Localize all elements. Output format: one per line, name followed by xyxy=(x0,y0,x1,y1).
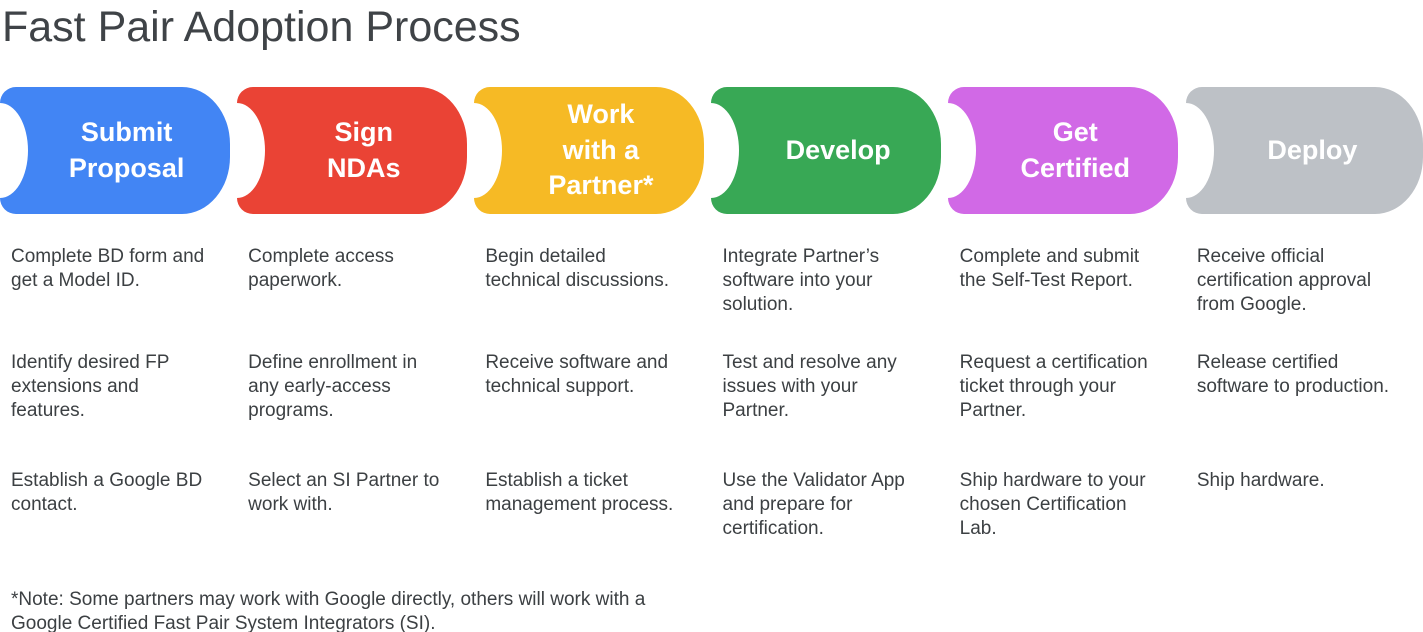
stage-label-sign-ndas: Sign NDAs xyxy=(327,116,401,183)
stage-label-submit-proposal: Submit Proposal xyxy=(68,116,185,183)
step-work-with-partner-2: Receive software and technical support. xyxy=(485,352,669,397)
stage-shape-develop xyxy=(711,87,941,214)
step-get-certified-3: Ship hardware to your chosen Certificati… xyxy=(959,470,1146,539)
stage-shape-deploy xyxy=(1186,87,1423,214)
footnote: *Note: Some partners may work with Googl… xyxy=(11,589,646,632)
step-sign-ndas-2: Define enrollment in any early-access pr… xyxy=(248,352,418,421)
stage-label-deploy: Deploy xyxy=(1267,134,1358,165)
step-get-certified-2: Request a certification ticket through y… xyxy=(959,352,1148,421)
stage-label-develop: Develop xyxy=(785,134,891,165)
stage-shape-work-with-partner xyxy=(474,87,704,214)
step-submit-proposal-3: Establish a Google BD contact. xyxy=(11,470,203,515)
step-sign-ndas-1: Complete access paperwork. xyxy=(248,246,394,291)
stage-steps-grid: Complete BD form and get a Model ID. Com… xyxy=(0,245,1423,583)
stage-shape-get-certified xyxy=(948,87,1178,214)
process-ribbon-shapes xyxy=(0,87,1423,214)
stage-shape-submit-proposal xyxy=(0,87,230,214)
step-deploy-2: Release certified software to production… xyxy=(1196,352,1390,397)
stage-label-get-certified: Get Certified xyxy=(1020,116,1131,183)
step-submit-proposal-2: Identify desired FP extensions and featu… xyxy=(11,352,170,421)
process-ribbon: Submit Proposal Sign NDAs Work with a Pa… xyxy=(0,87,1423,214)
step-get-certified-1: Complete and submit the Self-Test Report… xyxy=(959,246,1140,291)
step-deploy-3: Ship hardware. xyxy=(1196,470,1325,491)
stage-label-work-with-partner: Work with a Partner* xyxy=(548,99,654,201)
step-develop-1: Integrate Partner’s software into your s… xyxy=(722,246,880,315)
step-sign-ndas-3: Select an SI Partner to work with. xyxy=(248,470,440,515)
page-title: Fast Pair Adoption Process xyxy=(2,3,521,51)
stage-labels: Submit Proposal Sign NDAs Work with a Pa… xyxy=(0,87,1423,214)
step-develop-3: Use the Validator App and prepare for ce… xyxy=(722,470,905,539)
stage-shape-sign-ndas xyxy=(237,87,467,214)
step-develop-2: Test and resolve any issues with your Pa… xyxy=(722,352,897,421)
step-submit-proposal-1: Complete BD form and get a Model ID. xyxy=(11,246,205,291)
step-work-with-partner-3: Establish a ticket management process. xyxy=(485,470,674,515)
step-work-with-partner-1: Begin detailed technical discussions. xyxy=(485,246,670,291)
step-deploy-1: Receive official certification approval … xyxy=(1196,246,1372,315)
